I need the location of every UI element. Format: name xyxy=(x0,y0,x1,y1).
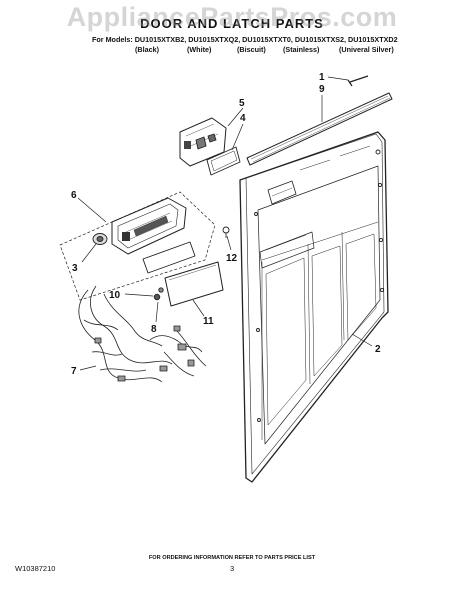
variant-universal-silver: (Univeral Silver) xyxy=(339,45,394,54)
callout-10: 10 xyxy=(109,290,121,301)
callout-11: 11 xyxy=(203,316,214,327)
top-vent-strip xyxy=(246,92,393,166)
circuit-board-panel xyxy=(164,261,224,307)
page-number: 3 xyxy=(230,564,235,573)
callout-1: 1 xyxy=(319,72,325,83)
variant-biscuit: (Biscuit) xyxy=(237,45,266,54)
callout-4: 4 xyxy=(240,113,246,124)
callout-9: 9 xyxy=(319,84,325,95)
latch-gasket xyxy=(206,146,241,176)
models-line: For Models: DU1015XTXB2, DU1015XTXQ2, DU… xyxy=(92,35,398,44)
latch-assembly xyxy=(179,117,227,167)
variant-white: (White) xyxy=(187,45,212,54)
clip-part-12 xyxy=(222,226,230,238)
variant-black: (Black) xyxy=(135,45,159,54)
page-title: DOOR AND LATCH PARTS xyxy=(140,16,324,31)
document-number: W10387210 xyxy=(15,564,56,573)
knob xyxy=(92,233,108,245)
callout-6: 6 xyxy=(71,190,77,201)
callout-7: 7 xyxy=(71,366,77,377)
callout-8: 8 xyxy=(151,324,157,335)
ordering-note: FOR ORDERING INFORMATION REFER TO PARTS … xyxy=(148,555,316,561)
circuit-board-bracket xyxy=(142,241,196,274)
callout-5: 5 xyxy=(239,98,245,109)
inner-door-panel xyxy=(239,131,389,483)
screws-part-8-10 xyxy=(153,287,164,301)
callout-2: 2 xyxy=(375,344,381,355)
variant-stainless: (Stainless) xyxy=(283,45,320,54)
wire-harness xyxy=(78,285,207,383)
callout-3: 3 xyxy=(72,263,78,274)
callout-12: 12 xyxy=(226,253,238,264)
leader-lines xyxy=(77,76,373,371)
screw-part-1 xyxy=(347,75,369,87)
control-panel-housing xyxy=(111,197,187,255)
